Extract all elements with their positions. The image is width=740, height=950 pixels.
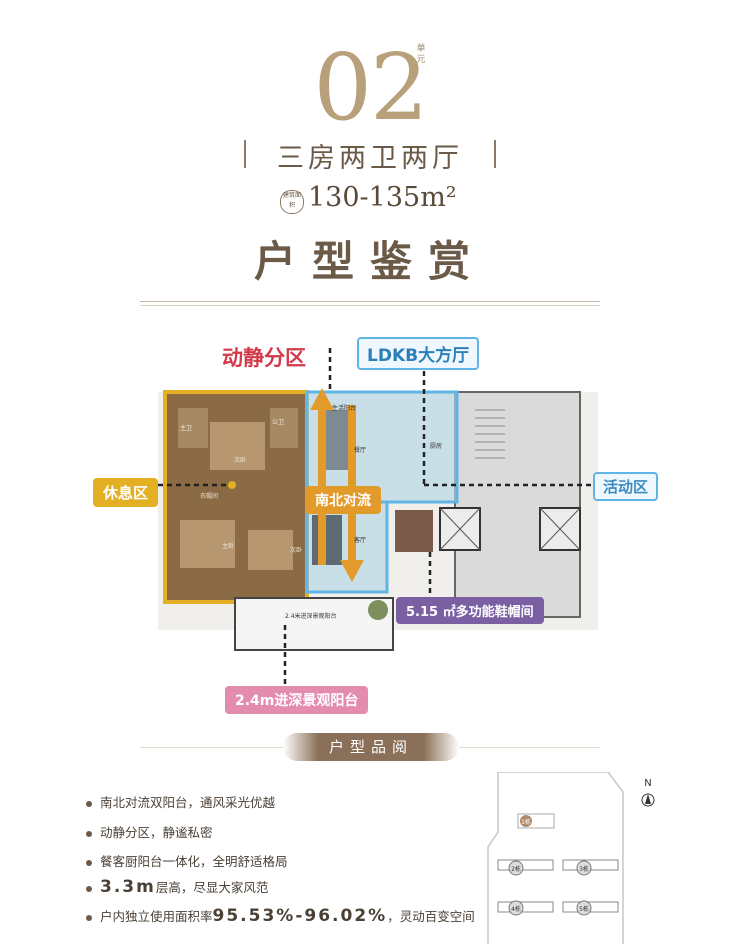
room-label: 衣帽间 [200,492,218,500]
room-label: 厨房 [430,442,442,450]
divider [140,305,600,306]
activity-zone-callout: 活动区 [593,472,659,501]
balcony-plant [368,600,388,620]
feature-item: 南北对流双阳台，通风采光优越 [86,792,275,811]
title-bar-left [244,140,246,168]
room-label: 次卧 [290,546,302,554]
bullet-icon [86,800,92,807]
storage-callout: 5.15 ㎡多功能鞋帽间 [396,597,544,624]
title-bar-right [494,140,496,168]
bullet-icon [86,885,92,892]
room-label: 2.4米进深景观阳台 [285,612,337,620]
balcony [234,597,394,651]
public-bath [270,408,298,448]
feature-item: 户内独立使用面积率95.53%-96.02%，灵动百变空间 [86,906,475,926]
north-label: N [644,778,651,789]
stair-core [454,391,581,618]
bed-master [180,520,235,568]
section-title: 户型品阅 [283,733,459,761]
room-label: 主卧 [222,542,234,550]
bullet-icon [86,914,92,921]
feature-highlight: 3.3m [100,877,156,897]
stair-steps [475,409,505,459]
svg-text:5栋: 5栋 [579,905,589,913]
room-label: 主卫 [180,424,192,432]
svg-text:2栋: 2栋 [511,865,521,873]
building-4 [497,901,554,913]
balcony-callout: 2.4m进深景观阳台 [225,686,369,714]
bullet-icon [86,859,92,866]
bed-top [210,422,265,470]
layout-type: 三房两卫两厅 [277,143,463,174]
area-badge: 建筑面积 [280,190,304,214]
room-label: 次卧 [234,456,246,464]
room-label: 客厅 [354,536,366,544]
feature-item: 餐客厨阳台一体化，全明舒适格局 [86,851,288,870]
svg-text:4栋: 4栋 [511,905,521,913]
flow-arrows [310,388,364,582]
divider [140,301,600,302]
floor-plan: 主卫 公卫 次卧 衣帽间 主卧 次卧 生活阳台 餐厅 厨房 客厅 2.4米进深景… [140,348,598,685]
storage-room [395,510,433,552]
unit-tag: 单元 [416,44,426,65]
zone-callout: 动静分区 [222,346,306,370]
building-2 [497,859,554,871]
svg-text:1栋: 1栋 [521,818,531,826]
bed-second [248,530,293,570]
unit-number: 02 [313,34,428,141]
ldkb-callout: LDKB大方厅 [357,337,480,370]
room-label: 餐厅 [354,446,366,454]
area-value: 130-135m² [308,182,457,213]
room-label: 公卫 [272,419,284,426]
feature-item: 3.3m层高，尽显大家风范 [86,877,268,897]
feature-highlight: 95.53%-96.02% [212,906,388,926]
master-bath [178,408,208,448]
area-row: 建筑面积 130-135m² [280,182,460,218]
svg-text:3栋: 3栋 [579,865,589,873]
rest-zone-callout: 休息区 [93,478,159,507]
flow-callout: 南北对流 [305,486,381,514]
site-map: N 1栋 2栋 3栋 4栋 5栋 [487,772,655,944]
room-label: 生活阳台 [332,404,356,412]
bullet-icon [86,830,92,837]
feature-item: 动静分区，静谧私密 [86,822,213,841]
page-title: 户型鉴赏 [253,237,486,286]
sofa [312,515,342,565]
